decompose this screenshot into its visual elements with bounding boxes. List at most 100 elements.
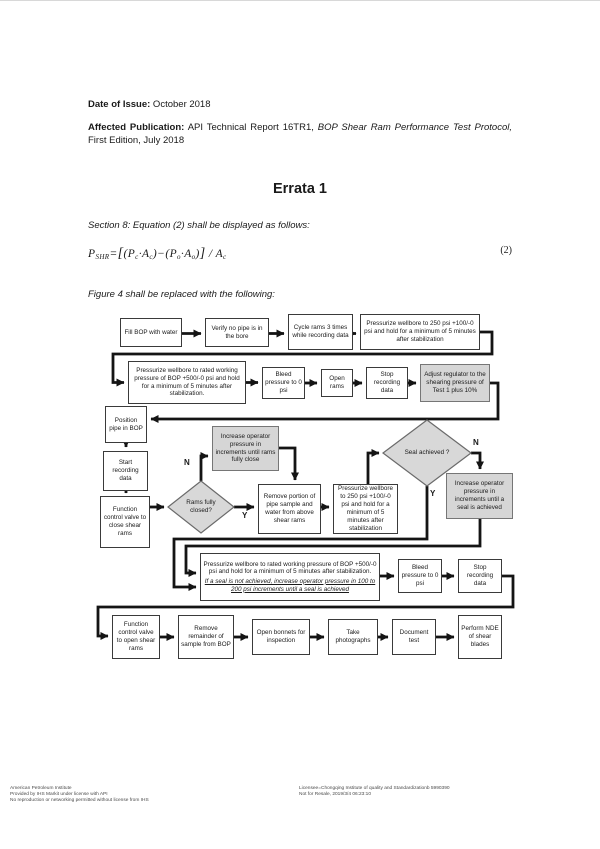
pressurize-250-second-label: Pressurize wellbore to 250 psi +100/-0 p… [338, 485, 393, 532]
date-of-issue-line: Date of Issue: October 2018 [88, 99, 211, 110]
perform-nde: Perform NDE of shear blades [458, 615, 502, 659]
position-pipe-in-bop: Position pipe in BOP [105, 406, 147, 443]
affected-label: Affected Publication: [88, 122, 185, 133]
bleed-pressure-2: Bleed pressure to 0 psi [398, 559, 442, 593]
seal-achieved-decision-label: Seal achieved ? [404, 449, 450, 457]
branch-label-y-3: Y [430, 489, 436, 498]
function-valve-close: Function control valve to close shear ra… [100, 496, 150, 548]
equation-token: · [138, 248, 142, 260]
equation-token: A [184, 248, 192, 260]
remove-portion-sample-label: Remove portion of pipe sample and water … [263, 493, 316, 524]
bleed-pressure-1-label: Bleed pressure to 0 psi [265, 371, 302, 394]
footer-right-line-1: Licensee=Chongqing Institute of quality … [299, 786, 450, 791]
equation-token: ) [195, 248, 200, 260]
equation-token: o [177, 253, 181, 261]
footer-right-line-2: Not for Resale, 2019/3/4 06:23:10 [299, 792, 372, 798]
remove-remainder: Remove remainder of sample from BOP [178, 615, 234, 659]
affected-text-1: API Technical Report 16TR1, [184, 122, 318, 133]
equation-token: o [191, 253, 196, 261]
increase-pressure-seal-label: Increase operator pressure in increments… [454, 480, 505, 511]
function-valve-close-label: Function control valve to close shear ra… [103, 506, 147, 537]
bleed-pressure-1: Bleed pressure to 0 psi [262, 367, 305, 399]
equation-token: ( [123, 248, 128, 260]
start-recording-data: Start recording data [103, 451, 148, 491]
date-value: October 2018 [150, 99, 211, 110]
equation-token: ] [199, 246, 206, 261]
equation-token: c [223, 253, 227, 261]
cycle-rams-label: Cycle rams 3 times while recording data [292, 324, 349, 339]
equation-token: P [88, 248, 96, 260]
pressurize-rated-2-note: If a seal is not achieved, increase oper… [204, 577, 376, 593]
branch-label-y-1: Y [242, 511, 248, 520]
remove-remainder-label: Remove remainder of sample from BOP [181, 625, 231, 648]
equation-number: (2) [500, 245, 512, 256]
equation-token: SHR [95, 253, 110, 261]
equation-token: c [149, 253, 153, 261]
pressurize-250-initial-label: Pressurize wellbore to 250 psi +100/-0 p… [364, 320, 476, 343]
bleed-pressure-2-label: Bleed pressure to 0 psi [401, 564, 439, 587]
function-valve-open: Function control valve to open shear ram… [112, 615, 160, 659]
equation-token: A [141, 248, 150, 260]
equation-row: PSHR=[(Pc·Ac)−(Po·Ao)] / Ac (2) [88, 244, 512, 262]
footer-right: Licensee=Chongqing Institute of quality … [299, 786, 450, 798]
footer-left-line-2: Provided by IHS Markit under license wit… [10, 792, 108, 798]
cycle-rams: Cycle rams 3 times while recording data [288, 314, 353, 350]
footer-left-line-1: American Petroleum Institute [10, 786, 72, 791]
adjust-regulator: Adjust regulator to the shearing pressur… [420, 364, 490, 402]
branch-label-n-0: N [184, 458, 190, 467]
position-pipe-in-bop-label: Position pipe in BOP [109, 416, 143, 432]
adjust-regulator-label: Adjust regulator to the shearing pressur… [424, 371, 486, 394]
footer-left-line-3: No reproduction or networking permitted … [10, 798, 149, 804]
equation-token: [ [117, 246, 124, 261]
document-test: Document test [392, 619, 436, 655]
remove-portion-sample: Remove portion of pipe sample and water … [258, 484, 321, 534]
section-note: Section 8: Equation (2) shall be display… [88, 220, 310, 231]
flowchart: Fill BOP with water Verify no pipe is in … [0, 309, 600, 669]
errata-heading: Errata 1 [272, 181, 327, 197]
pressurize-rated-1-label: Pressurize wellbore to rated working pre… [134, 366, 240, 398]
equation-token: − [157, 248, 166, 260]
date-label: Date of Issue: [88, 99, 151, 110]
take-photographs-label: Take photographs [335, 629, 371, 644]
open-bonnets-label: Open bonnets for inspection [256, 629, 306, 644]
rams-fully-closed-decision-label: Rams fully closed? [186, 499, 216, 514]
equation-token: P [127, 248, 136, 260]
equation-token: c [135, 253, 139, 261]
perform-nde-label: Perform NDE of shear blades [461, 625, 499, 648]
open-rams: Open rams [321, 369, 353, 397]
equation-2: PSHR=[(Pc·Ac)−(Po·Ao)] / Ac [88, 246, 227, 261]
start-recording-data-label: Start recording data [112, 459, 139, 482]
pressurize-rated-2-label: Pressurize wellbore to rated working pre… [203, 560, 377, 576]
diamond-shape [168, 481, 234, 533]
function-valve-open-label: Function control valve to open shear ram… [116, 621, 156, 652]
stop-recording-1-label: Stop recording data [373, 371, 401, 394]
fill-bop-with-water: Fill BOP with water [120, 318, 182, 347]
equation-token: = [109, 248, 118, 260]
branch-label-n-2: N [473, 438, 479, 447]
pressurize-250-initial: Pressurize wellbore to 250 psi +100/-0 p… [360, 314, 480, 350]
rams-fully-closed-decision: Rams fully closed? [168, 481, 234, 533]
flowchart-connectors [96, 329, 515, 641]
stop-recording-1: Stop recording data [366, 367, 408, 399]
equation-token: ( [165, 248, 170, 260]
pressurize-250-second: Pressurize wellbore to 250 psi +100/-0 p… [333, 484, 398, 534]
seal-achieved-decision: Seal achieved ? [383, 420, 471, 486]
affected-title-italic: BOP Shear Ram Performance Test Protocol, [317, 122, 512, 133]
document-test-label: Document test [399, 629, 429, 644]
diamond-shape [383, 420, 471, 486]
fill-bop-with-water-label: Fill BOP with water [124, 328, 178, 336]
equation-token: · [180, 248, 185, 260]
increase-pressure-rams: Increase operator pressure in increments… [212, 426, 279, 471]
equation-token: ) [152, 248, 158, 260]
pressurize-rated-2: Pressurize wellbore to rated working pre… [200, 553, 380, 601]
increase-pressure-rams-label: Increase operator pressure in increments… [215, 432, 276, 464]
stop-recording-2: Stop recording data [458, 559, 502, 593]
equation-token: P [169, 248, 177, 260]
take-photographs: Take photographs [328, 619, 378, 655]
footer-left: American Petroleum Institute Provided by… [10, 786, 149, 805]
verify-no-pipe: Verify no pipe is in the bore [205, 318, 269, 347]
affected-publication-paragraph: Affected Publication: API Technical Repo… [88, 121, 512, 148]
pressurize-rated-1: Pressurize wellbore to rated working pre… [128, 361, 246, 404]
stop-recording-2-label: Stop recording data [466, 564, 494, 587]
